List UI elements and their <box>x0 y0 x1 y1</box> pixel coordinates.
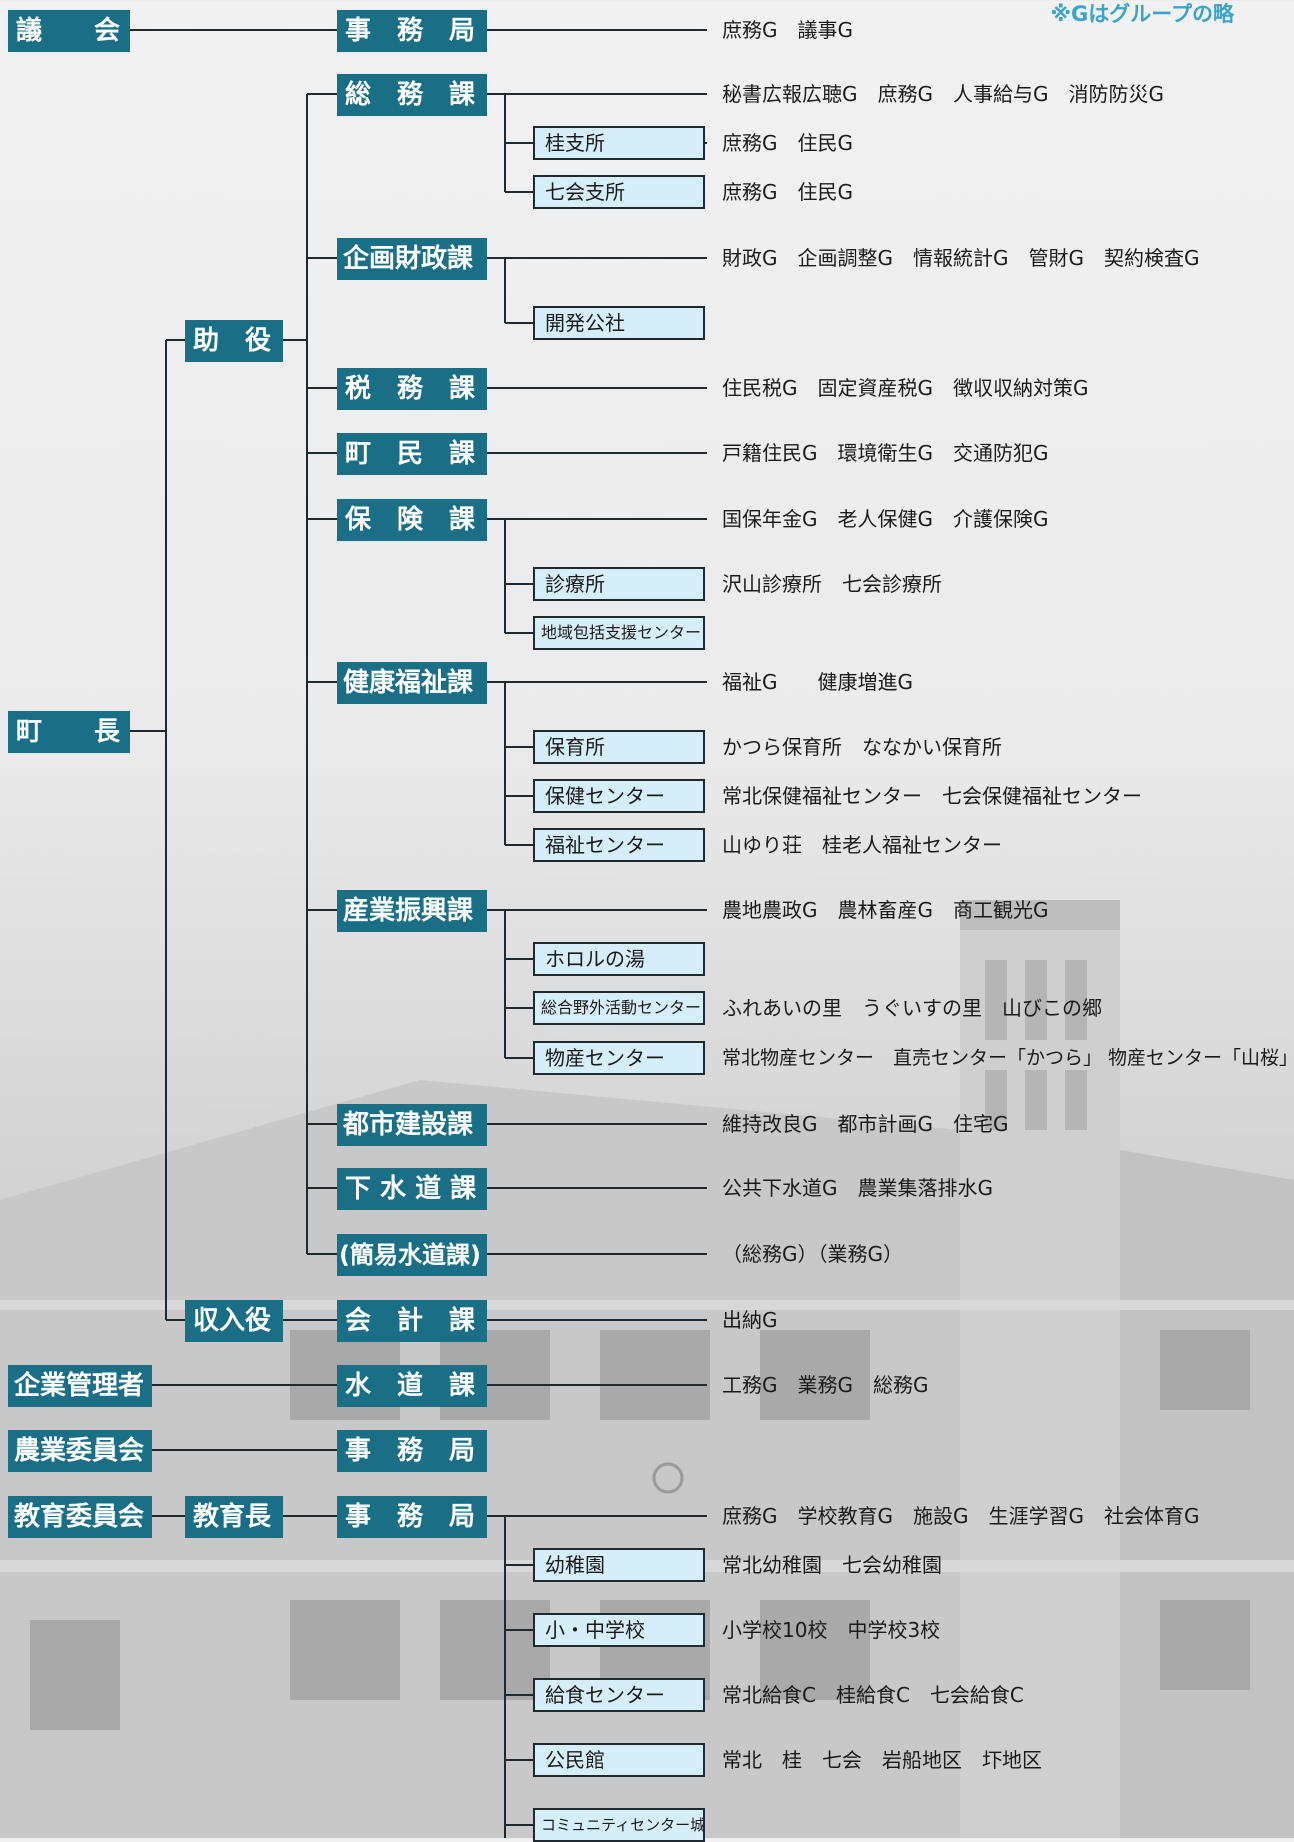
desc-kyoiku: 庶務G 学校教育G 施設G 生涯学習G 社会体育G <box>722 1504 1200 1528</box>
box-kani-suido: (簡易水道課) <box>337 1234 487 1276</box>
sub-nanakai-shisho: 七会支所 <box>533 175 705 209</box>
desc-shochu: 小学校10校 中学校3校 <box>722 1618 941 1642</box>
box-somu: 総 務 課 <box>337 74 487 116</box>
box-suido: 水 道 課 <box>337 1365 487 1407</box>
box-chocho: 町 長 <box>8 711 130 753</box>
desc-kominkan: 常北 桂 七会 岩船地区 圷地区 <box>722 1748 1042 1772</box>
sub-fukushi-center: 福祉センター <box>533 828 705 862</box>
sub-chiiki-hokatsu: 地域包括支援センター <box>533 616 705 650</box>
sub-kaihatsu-kosha: 開発公社 <box>533 306 705 340</box>
box-toshi: 都市建設課 <box>337 1104 487 1146</box>
desc-hoikujo: かつら保育所 ななかい保育所 <box>722 735 1002 759</box>
box-chomin: 町 民 課 <box>337 433 487 475</box>
sub-community-center: コミュニティセンター城里 <box>533 1808 705 1842</box>
desc-fukushi-center: 山ゆり荘 桂老人福祉センター <box>722 833 1002 857</box>
desc-suido: 工務G 業務G 総務G <box>722 1373 929 1397</box>
desc-toshi: 維持改良G 都市計画G 住宅G <box>722 1112 1009 1136</box>
sub-shochu-gakko: 小・中学校 <box>533 1613 705 1647</box>
box-nogyo-iinkai: 農業委員会 <box>8 1430 152 1472</box>
box-gikai: 議 会 <box>8 10 130 52</box>
desc-kyushoku: 常北給食C 桂給食C 七会給食C <box>722 1683 1024 1707</box>
sub-bussan-center: 物産センター <box>533 1041 705 1075</box>
desc-kenko: 福祉G 健康増進G <box>722 670 913 694</box>
sub-yagai-katsudo: 総合野外活動センター <box>533 991 705 1025</box>
desc-shinryojo: 沢山診療所 七会診療所 <box>722 572 942 596</box>
desc-gikai: 庶務G 議事G <box>722 18 853 42</box>
sub-hoikujo: 保育所 <box>533 730 705 764</box>
note-text: ※Gはグループの略 <box>1050 2 1234 26</box>
desc-hoken: 国保年金G 老人保健G 介護保険G <box>722 507 1049 531</box>
sub-yochien: 幼稚園 <box>533 1548 705 1582</box>
desc-bussan: 常北物産センター 直売センター「かつら」 物産センター「山桜」 <box>722 1047 1294 1069</box>
box-kenko-fukushi: 健康福祉課 <box>337 662 487 704</box>
sub-hororu-no-yu: ホロルの湯 <box>533 942 705 976</box>
desc-zeimu: 住民税G 固定資産税G 徴収収納対策G <box>722 376 1089 400</box>
desc-kaikei: 出納G <box>722 1308 778 1332</box>
sub-shinryojo: 診療所 <box>533 567 705 601</box>
box-kyoikucho: 教育長 <box>185 1496 283 1538</box>
desc-yagai: ふれあいの里 うぐいすの里 山びこの郷 <box>722 996 1102 1020</box>
desc-somu: 秘書広報広聴G 庶務G 人事給与G 消防防災G <box>722 82 1164 106</box>
desc-yochien: 常北幼稚園 七会幼稚園 <box>722 1553 942 1577</box>
box-zeimu: 税 務 課 <box>337 368 487 410</box>
box-joyaku: 助 役 <box>185 320 283 362</box>
box-gesuido: 下 水 道 課 <box>337 1168 487 1210</box>
desc-gesui: 公共下水道G 農業集落排水G <box>722 1176 993 1200</box>
sub-kyushoku-center: 給食センター <box>533 1678 705 1712</box>
box-shunyuyaku: 収入役 <box>185 1300 283 1342</box>
sub-katsura-shisho: 桂支所 <box>533 126 705 160</box>
box-kikaku: 企画財政課 <box>337 238 487 280</box>
box-nogyo-jimukyoku: 事 務 局 <box>337 1430 487 1472</box>
desc-chomin: 戸籍住民G 環境衛生G 交通防犯G <box>722 441 1049 465</box>
desc-hoken-center: 常北保健福祉センター 七会保健福祉センター <box>722 784 1142 808</box>
sub-kominkan: 公民館 <box>533 1743 705 1777</box>
desc-kanisui: （総務G）（業務G） <box>722 1242 903 1266</box>
sub-hoken-center: 保健センター <box>533 779 705 813</box>
box-sangyo: 産業振興課 <box>337 890 487 932</box>
desc-nanakai: 庶務G 住民G <box>722 180 853 204</box>
desc-katsura: 庶務G 住民G <box>722 131 853 155</box>
box-kigyo-kanrisha: 企業管理者 <box>8 1365 152 1407</box>
box-hoken: 保 険 課 <box>337 499 487 541</box>
desc-kikaku: 財政G 企画調整G 情報統計G 管財G 契約検査G <box>722 246 1200 270</box>
box-kyoiku-jimukyoku: 事 務 局 <box>337 1496 487 1538</box>
box-gikai-jimukyoku: 事 務 局 <box>337 10 487 52</box>
box-kaikei: 会 計 課 <box>337 1300 487 1342</box>
desc-sangyo: 農地農政G 農林畜産G 商工観光G <box>722 898 1049 922</box>
box-kyoiku-iinkai: 教育委員会 <box>8 1496 152 1538</box>
